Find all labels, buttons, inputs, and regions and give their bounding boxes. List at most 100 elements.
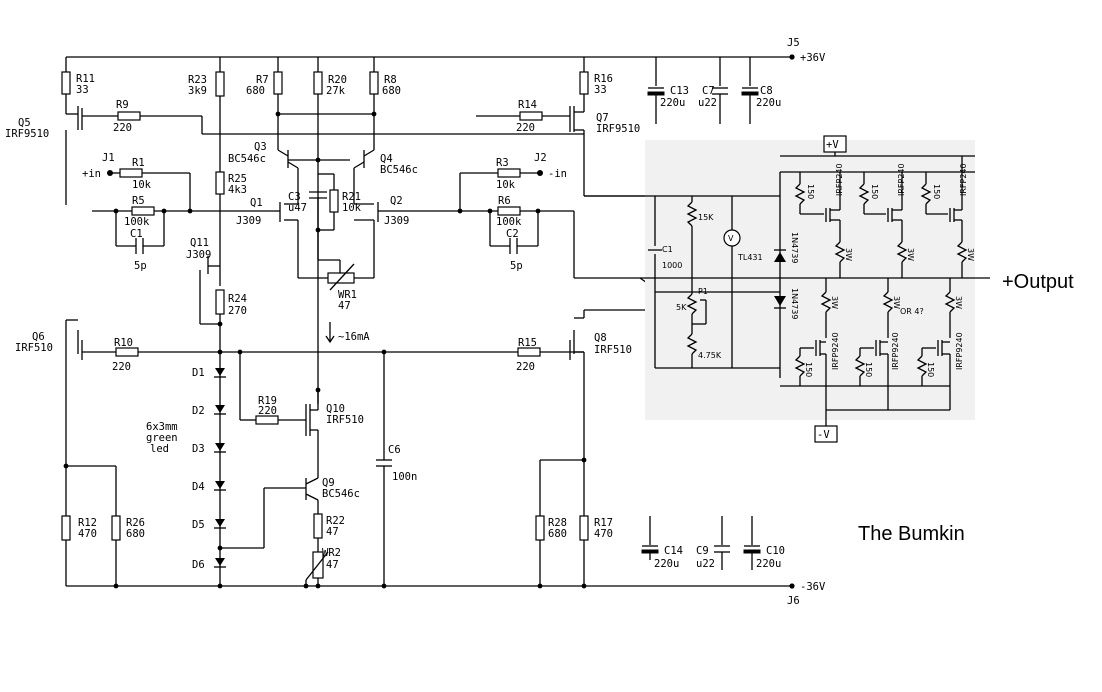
svg-text:4k3: 4k3 xyxy=(228,184,247,196)
svg-text:+36V: +36V xyxy=(800,52,826,64)
svg-text:10k: 10k xyxy=(342,202,362,214)
svg-text:TL431: TL431 xyxy=(737,253,763,262)
svg-text:R25: R25 xyxy=(228,173,247,185)
left-pmos-stage: R11 33 Q5 IRF9510 R9 220 xyxy=(5,57,584,205)
svg-text:BC546c: BC546c xyxy=(322,488,360,500)
svg-text:47: 47 xyxy=(326,559,339,571)
svg-text:-in: -in xyxy=(548,168,567,180)
svg-text:R1: R1 xyxy=(132,157,145,169)
left-input-network: J1 +in R1 10k R5 100k C1 5p xyxy=(82,152,274,272)
svg-text:5K: 5K xyxy=(676,303,687,312)
svg-text:R26: R26 xyxy=(126,517,145,529)
svg-text:R22: R22 xyxy=(326,515,345,527)
differential-pair: R7 680 R20 27k R8 680 Q3 BC546c Q4 BC546… xyxy=(228,57,460,360)
svg-text:5p: 5p xyxy=(510,260,523,272)
svg-text:C13: C13 xyxy=(670,85,689,97)
svg-text:R28: R28 xyxy=(548,517,567,529)
svg-text:220: 220 xyxy=(258,405,277,417)
svg-text:led: led xyxy=(150,443,169,455)
svg-text:D3: D3 xyxy=(192,443,205,455)
svg-text:4.75K: 4.75K xyxy=(698,351,722,360)
svg-text:5p: 5p xyxy=(134,260,147,272)
svg-text:R6: R6 xyxy=(498,195,511,207)
svg-text:C9: C9 xyxy=(696,545,709,557)
svg-text:D5: D5 xyxy=(192,519,205,531)
output-stage: C1 1000 15K 5K P1 4.75K V TL431 1N4739 1… xyxy=(584,135,990,443)
svg-text:R7: R7 xyxy=(256,74,269,86)
svg-text:Q10: Q10 xyxy=(326,403,345,415)
svg-text:J309: J309 xyxy=(384,215,409,227)
svg-text:D2: D2 xyxy=(192,405,205,417)
svg-text:3W: 3W xyxy=(844,248,853,261)
svg-text:220u: 220u xyxy=(654,558,679,570)
svg-text:220u: 220u xyxy=(756,97,781,109)
svg-text:R14: R14 xyxy=(518,99,537,111)
svg-text:C7: C7 xyxy=(702,85,715,97)
right-input-network: J2 -in R3 10k R6 100k C2 5p xyxy=(457,152,661,293)
svg-text:680: 680 xyxy=(126,528,145,540)
svg-text:R17: R17 xyxy=(594,517,613,529)
svg-text:R5: R5 xyxy=(132,195,145,207)
svg-text:J5: J5 xyxy=(787,37,800,49)
svg-text:-V: -V xyxy=(817,429,830,441)
negative-rail: -36V J6 xyxy=(66,581,826,607)
svg-text:680: 680 xyxy=(548,528,567,540)
output-label: +Output xyxy=(1002,271,1074,293)
svg-text:680: 680 xyxy=(246,85,265,97)
svg-text:Q8: Q8 xyxy=(594,332,607,344)
right-pmos-stage: R16 33 R14 220 Q7 IRF9510 xyxy=(476,57,655,197)
svg-text:150: 150 xyxy=(926,362,935,377)
svg-text:IRF9510: IRF9510 xyxy=(5,128,49,140)
svg-text:C10: C10 xyxy=(766,545,785,557)
positive-rail: +36V J5 xyxy=(66,37,826,64)
svg-text:Q2: Q2 xyxy=(390,195,403,207)
svg-text:47: 47 xyxy=(338,300,351,312)
svg-text:47: 47 xyxy=(326,526,339,538)
svg-text:R16: R16 xyxy=(594,73,613,85)
svg-text:270: 270 xyxy=(228,305,247,317)
schematic-title: The Bumkin xyxy=(858,523,965,545)
svg-text:Q11: Q11 xyxy=(190,237,209,249)
svg-text:150: 150 xyxy=(870,184,879,199)
svg-text:3W: 3W xyxy=(954,296,963,309)
svg-text:C8: C8 xyxy=(760,85,773,97)
svg-text:BC546c: BC546c xyxy=(380,164,418,176)
svg-text:u22: u22 xyxy=(698,97,717,109)
svg-text:Q1: Q1 xyxy=(250,197,263,209)
vas-stage: Q10 IRF510 Q9 BC546c R22 47 WR2 47 xyxy=(303,360,364,589)
svg-text:R10: R10 xyxy=(114,337,133,349)
svg-text:IRF9510: IRF9510 xyxy=(596,123,640,135)
svg-text:220u: 220u xyxy=(756,558,781,570)
svg-text:IRF510: IRF510 xyxy=(15,342,53,354)
svg-text:Q3: Q3 xyxy=(254,141,267,153)
svg-text:27k: 27k xyxy=(326,85,346,97)
svg-text:J2: J2 xyxy=(534,152,547,164)
svg-text:J309: J309 xyxy=(236,215,261,227)
svg-text:R15: R15 xyxy=(518,337,537,349)
led-string: D1 D2 D3 D4 D5 D6 6x3mm green led xyxy=(146,367,226,571)
svg-text:R11: R11 xyxy=(76,73,95,85)
svg-text:Q4: Q4 xyxy=(380,153,393,165)
svg-text:Q7: Q7 xyxy=(596,112,609,124)
svg-text:3W: 3W xyxy=(892,296,901,309)
svg-text:R24: R24 xyxy=(228,293,247,305)
svg-text:150: 150 xyxy=(806,184,815,199)
svg-text:3W: 3W xyxy=(830,296,839,309)
svg-text:WR1: WR1 xyxy=(338,289,357,301)
svg-text:3W: 3W xyxy=(906,248,915,261)
svg-text:220: 220 xyxy=(113,122,132,134)
svg-text:u22: u22 xyxy=(696,558,715,570)
svg-text:150: 150 xyxy=(864,362,873,377)
svg-text:220: 220 xyxy=(112,361,131,373)
svg-text:150: 150 xyxy=(804,362,813,377)
svg-text:~16mA: ~16mA xyxy=(338,331,370,343)
svg-text:1N4739: 1N4739 xyxy=(790,288,799,319)
svg-text:1000: 1000 xyxy=(662,261,682,270)
svg-text:R21: R21 xyxy=(342,191,361,203)
svg-text:Q6: Q6 xyxy=(32,331,45,343)
svg-text:10k: 10k xyxy=(132,179,152,191)
svg-text:R20: R20 xyxy=(328,74,347,86)
svg-text:R3: R3 xyxy=(496,157,509,169)
svg-text:u47: u47 xyxy=(288,202,307,214)
svg-text:J309: J309 xyxy=(186,249,211,261)
